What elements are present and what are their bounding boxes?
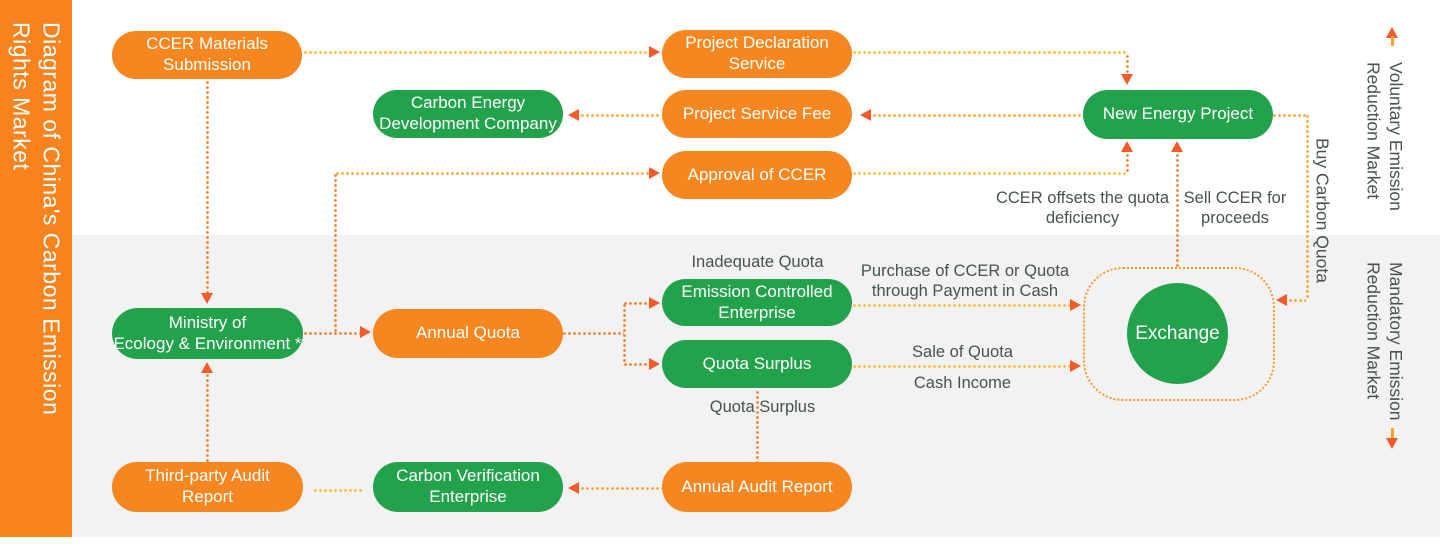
- label-purchase-of-ccer: Purchase of CCER or Quota through Paymen…: [860, 262, 1070, 300]
- node-carbon-verification-enterprise: Carbon Verification Enterprise: [373, 462, 563, 512]
- arrowhead-right-icon: [360, 326, 371, 338]
- arrowhead-right-icon: [649, 167, 660, 179]
- connector-quota-branch-v: [623, 303, 626, 364]
- node-new-energy-project: New Energy Project: [1083, 90, 1273, 139]
- arrowhead-right-icon: [1070, 360, 1081, 372]
- connector-newenergy-to-servicefee: [872, 114, 1081, 117]
- arrowhead-left-icon: [1276, 294, 1287, 306]
- label-quota-surplus-flow: Quota Surplus: [709, 398, 816, 416]
- node-label: Quota Surplus: [702, 353, 812, 373]
- node-label: Carbon Verification Enterprise: [396, 466, 540, 506]
- connector-verification-to-thirdparty: [313, 489, 362, 492]
- arrowhead-right-icon: [649, 358, 660, 370]
- node-label: Annual Quota: [416, 323, 520, 343]
- node-ministry-of-ecology-environment: Ministry of Ecology & Environment *: [112, 308, 303, 359]
- arrowhead-left-icon: [568, 482, 579, 494]
- arrowhead-up-icon: [1171, 141, 1183, 152]
- node-project-declaration-service: Project Declaration Service: [662, 30, 852, 78]
- node-label: Exchange: [1135, 322, 1220, 344]
- label-sell-ccer: Sell CCER for proceeds: [1183, 189, 1287, 227]
- connector-ccer-to-ministry: [206, 80, 209, 293]
- node-label: CCER Materials Submission: [146, 34, 268, 74]
- voluntary-up-arrow-icon: [1386, 27, 1398, 38]
- connector-branch-to-emission: [623, 302, 649, 305]
- node-label: Annual Audit Report: [681, 476, 833, 496]
- node-ccer-materials-submission: CCER Materials Submission: [112, 31, 302, 79]
- connector-buy-quota-h1: [1272, 114, 1308, 117]
- label-cash-income: Cash Income: [913, 374, 1012, 392]
- label-buy-carbon-quota: Buy Carbon Quota: [1312, 138, 1333, 283]
- arrowhead-down-icon: [201, 293, 213, 304]
- sidebar: [0, 0, 72, 537]
- connector-declaration-to-newenergy-h: [852, 51, 1128, 54]
- connector-quota-branch-h: [562, 332, 624, 335]
- arrowhead-left-icon: [568, 109, 579, 121]
- connector-thirdparty-to-ministry: [206, 373, 209, 462]
- connector-buy-quota-v: [1306, 114, 1309, 299]
- connector-audit-to-surplus: [756, 390, 759, 462]
- arrowhead-left-icon: [860, 109, 871, 121]
- node-label: Emission Controlled Enterprise: [681, 281, 833, 322]
- arrowhead-right-icon: [1070, 299, 1081, 311]
- arrowhead-down-icon: [1121, 74, 1133, 85]
- node-label: New Energy Project: [1102, 104, 1254, 124]
- connector-audit-to-verification: [580, 487, 662, 490]
- connector-declaration-to-newenergy-v: [1126, 54, 1129, 74]
- connector-ministry-to-approval-h: [335, 172, 649, 175]
- connector-exchange-to-newenergy: [1176, 153, 1179, 267]
- node-project-service-fee: Project Service Fee: [662, 90, 852, 138]
- exchange-boundary: [1083, 267, 1275, 401]
- page-title: Diagram of China's Carbon Emission Right…: [8, 22, 65, 416]
- label-voluntary-market: Voluntary Emission Reduction Market: [1363, 62, 1406, 211]
- node-label: Approval of CCER: [687, 164, 827, 184]
- arrowhead-up-icon: [1121, 141, 1133, 152]
- node-label: Ministry of Ecology & Environment *: [113, 312, 302, 353]
- mandatory-down-arrow-icon: [1386, 438, 1398, 449]
- connector-servicefee-to-carbonenergy: [580, 114, 660, 117]
- label-mandatory-market: Mandatory Emission Reduction Market: [1363, 262, 1406, 421]
- node-label: Carbon Energy Development Company: [379, 93, 557, 133]
- connector-approval-to-newenergy-h: [852, 172, 1128, 175]
- connector-sale-line: [852, 365, 1070, 368]
- node-third-party-audit-report: Third-party Audit Report: [112, 462, 303, 512]
- node-emission-controlled-enterprise: Emission Controlled Enterprise: [662, 279, 852, 326]
- label-sale-of-quota: Sale of Quota: [912, 343, 1013, 361]
- arrowhead-right-icon: [649, 297, 660, 309]
- node-approval-of-ccer: Approval of CCER: [662, 151, 852, 199]
- node-annual-quota: Annual Quota: [373, 309, 563, 358]
- node-quota-surplus: Quota Surplus: [662, 340, 852, 388]
- label-inadequate-quota: Inadequate Quota: [691, 253, 824, 271]
- node-label: Project Service Fee: [682, 103, 832, 123]
- connector-buy-quota-h2: [1288, 299, 1306, 302]
- mandatory-down-arrow-stem: [1391, 428, 1394, 438]
- arrowhead-right-icon: [649, 46, 660, 58]
- node-label: Third-party Audit Report: [145, 466, 270, 506]
- connector-ministry-to-quota: [303, 332, 360, 335]
- connector-ministry-to-approval-v: [334, 173, 337, 332]
- arrowhead-up-icon: [201, 362, 213, 373]
- voluntary-up-arrow-stem: [1391, 36, 1394, 46]
- node-annual-audit-report: Annual Audit Report: [662, 462, 852, 512]
- connector-approval-to-newenergy-v: [1126, 153, 1129, 172]
- node-exchange: Exchange: [1127, 283, 1228, 384]
- node-carbon-energy-development-company: Carbon Energy Development Company: [373, 90, 563, 138]
- label-ccer-offsets: CCER offsets the quota deficiency: [995, 189, 1170, 227]
- connector-purchase-line: [852, 304, 1070, 307]
- connector-branch-to-surplus: [623, 363, 649, 366]
- connector-ccer-to-declaration: [303, 51, 649, 54]
- node-label: Project Declaration Service: [685, 33, 829, 73]
